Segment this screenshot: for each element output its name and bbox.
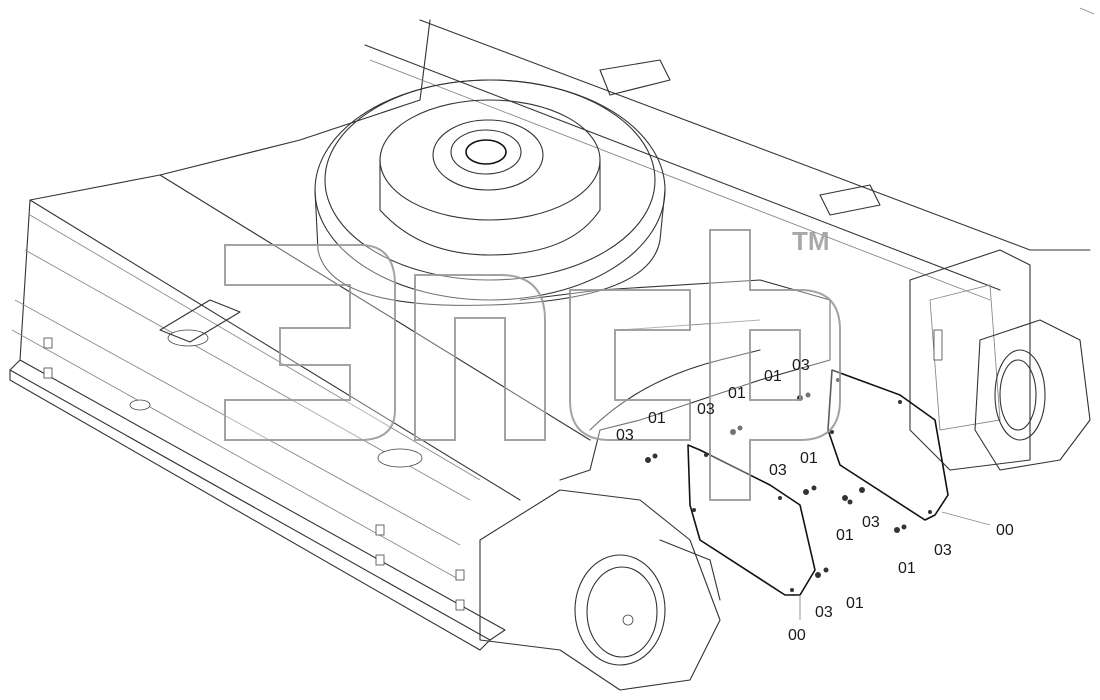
idler-housing-rear [974, 319, 1091, 471]
callout-01: 01 [800, 450, 818, 467]
callout-03: 03 [862, 514, 880, 531]
callout-03: 03 [616, 427, 634, 444]
corner-mark [1079, 7, 1095, 15]
callout-00: 00 [788, 627, 806, 644]
swing-bearing [314, 79, 666, 306]
callout-00: 00 [996, 522, 1014, 539]
callout-01: 01 [764, 368, 782, 385]
callout-03: 03 [792, 357, 810, 374]
callout-03: 03 [769, 462, 787, 479]
callout-03: 03 [934, 542, 952, 559]
watermark: TM [224, 226, 841, 501]
track-frame-right [364, 19, 1091, 471]
watermark-tm: TM [792, 226, 830, 256]
callout-01: 01 [728, 385, 746, 402]
cover-plate-right [827, 369, 949, 521]
idler-housing-front [479, 489, 721, 691]
leader-lines [799, 511, 991, 620]
callout-01: 01 [846, 595, 864, 612]
callout-01: 01 [836, 527, 854, 544]
bolts-washers [645, 392, 907, 578]
callout-01: 01 [648, 410, 666, 427]
callout-labels: 03 01 03 01 01 03 03 01 01 03 03 01 00 0… [616, 357, 1014, 644]
cover-plate-left [687, 444, 816, 596]
callout-03: 03 [697, 401, 715, 418]
callout-01: 01 [898, 560, 916, 577]
callout-03: 03 [815, 604, 833, 621]
track-frame-left [9, 19, 591, 651]
